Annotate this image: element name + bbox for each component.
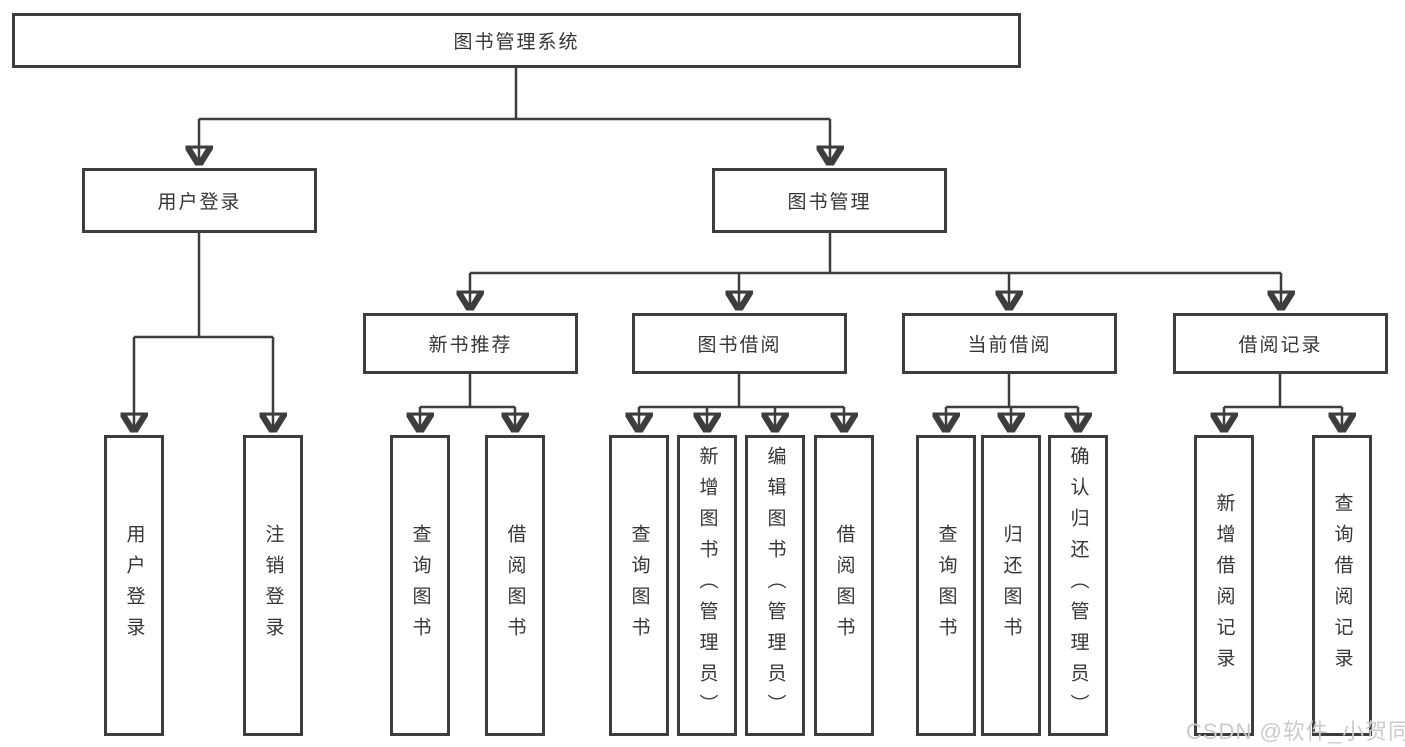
- node-book-borrowing-label: 图书借阅: [697, 335, 782, 356]
- leaf-current-search-books-label: 查询图书: [935, 523, 957, 648]
- node-library-management-system-label: 图书管理系统: [453, 32, 580, 53]
- node-library-management-system: 图书管理系统: [12, 13, 1021, 68]
- node-current-borrowing-label: 当前借阅: [967, 335, 1052, 356]
- leaf-recommend-search-books: 查询图书: [390, 435, 450, 736]
- leaf-borrow-search-books: 查询图书: [609, 435, 669, 736]
- leaf-user-login-label: 用户登录: [123, 523, 145, 648]
- leaf-borrow-add-books-admin-label: 新增图书（管理员）: [696, 446, 718, 725]
- leaf-borrow-borrow-books-label: 借阅图书: [833, 523, 855, 648]
- leaf-borrow-search-books-label: 查询图书: [628, 523, 650, 648]
- node-borrowing-records-label: 借阅记录: [1238, 335, 1323, 356]
- leaf-borrow-add-books-admin: 新增图书（管理员）: [677, 435, 737, 736]
- node-book-management: 图书管理: [712, 168, 947, 233]
- node-borrowing-records: 借阅记录: [1173, 313, 1388, 374]
- leaf-recommend-search-books-label: 查询图书: [409, 523, 431, 648]
- csdn-watermark: CSDN @软件_小贺同学: [1186, 719, 1405, 744]
- node-book-borrowing: 图书借阅: [632, 313, 847, 374]
- leaf-borrow-borrow-books: 借阅图书: [814, 435, 874, 736]
- leaf-current-confirm-return-admin-label: 确认归还（管理员）: [1067, 446, 1089, 725]
- leaf-recommend-borrow-books: 借阅图书: [485, 435, 545, 736]
- node-book-management-label: 图书管理: [787, 192, 872, 213]
- node-user-login: 用户登录: [82, 168, 317, 233]
- leaf-records-search-record-label: 查询借阅记录: [1331, 492, 1353, 679]
- leaf-user-login: 用户登录: [104, 435, 164, 736]
- node-new-book-recommendation-label: 新书推荐: [428, 335, 513, 356]
- leaf-current-search-books: 查询图书: [916, 435, 976, 736]
- leaf-records-search-record: 查询借阅记录: [1312, 435, 1372, 736]
- leaf-current-return-books: 归还图书: [981, 435, 1041, 736]
- leaf-records-add-record-label: 新增借阅记录: [1213, 492, 1235, 679]
- leaf-records-add-record: 新增借阅记录: [1194, 435, 1254, 736]
- leaf-logout: 注销登录: [243, 435, 303, 736]
- leaf-borrow-edit-books-admin-label: 编辑图书（管理员）: [764, 446, 786, 725]
- leaf-logout-label: 注销登录: [262, 523, 284, 648]
- node-user-login-label: 用户登录: [157, 192, 242, 213]
- leaf-borrow-edit-books-admin: 编辑图书（管理员）: [745, 435, 805, 736]
- leaf-current-return-books-label: 归还图书: [1000, 523, 1022, 648]
- node-new-book-recommendation: 新书推荐: [363, 313, 578, 374]
- node-current-borrowing: 当前借阅: [902, 313, 1117, 374]
- leaf-current-confirm-return-admin: 确认归还（管理员）: [1048, 435, 1108, 736]
- leaf-recommend-borrow-books-label: 借阅图书: [504, 523, 526, 648]
